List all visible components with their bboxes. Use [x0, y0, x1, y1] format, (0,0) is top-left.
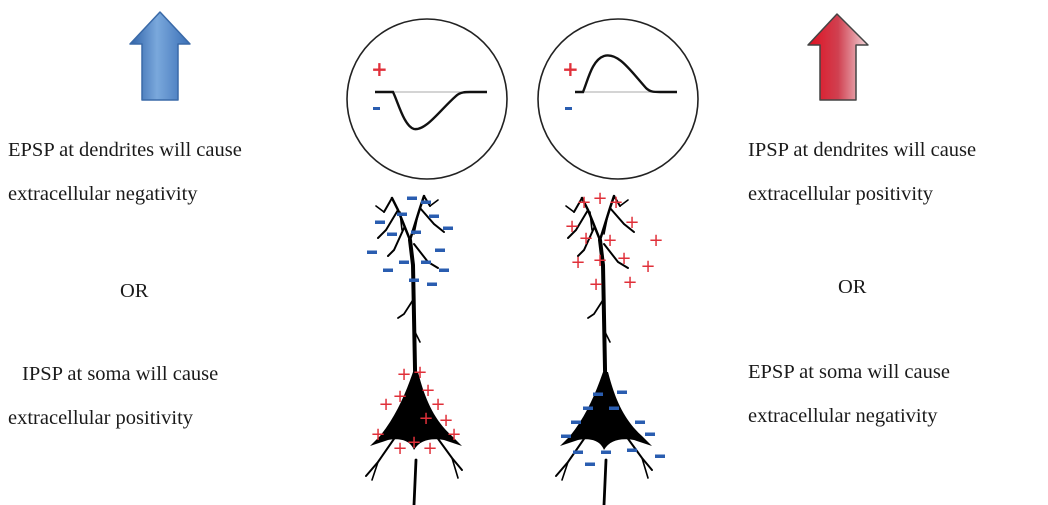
left-dendrite-negative-sign [397, 213, 407, 217]
right-dendrite-positive-sign: + [602, 230, 617, 251]
right-dendrite-positive-sign: + [648, 230, 663, 251]
left-dendrite-negative-sign [407, 197, 417, 201]
left-dendrite-negative-sign [429, 215, 439, 219]
svg-text:+: + [562, 57, 579, 81]
left-dendrite-negative-sign [443, 227, 453, 231]
right-dendrite-positive-sign: + [578, 228, 593, 249]
right-dendrite-positive-sign: + [616, 248, 631, 269]
left-dendrite-negative-sign [367, 251, 377, 255]
right-soma-negative-sign [583, 407, 593, 411]
left-soma-positive-sign: + [370, 424, 385, 445]
left-dendrite-negative-sign [427, 283, 437, 287]
left-dendrite-negative-sign [383, 269, 393, 273]
right-dendrite-positive-sign: + [576, 192, 591, 213]
left-dendrite-negative-sign [411, 231, 421, 235]
left-soma-positive-sign: + [392, 386, 407, 407]
right-soma-negative-sign [609, 407, 619, 411]
left-dendrite-negative-sign [375, 221, 385, 225]
blue-up-arrow-icon [130, 12, 190, 100]
right-dendrite-positive-sign: + [592, 188, 607, 209]
right-soma-negative-sign [635, 421, 645, 425]
right-dendrite-positive-sign: + [570, 252, 585, 273]
right-soma-negative-sign [617, 391, 627, 395]
right-dendrite-positive-sign: + [640, 256, 655, 277]
right-dendrite-positive-sign: + [608, 192, 623, 213]
right-soma-negative-sign [627, 449, 637, 453]
right-soma-negative-sign [571, 421, 581, 425]
left-soma-positive-sign: + [392, 438, 407, 459]
left-dendrite-negative-sign [439, 269, 449, 273]
left-soma-positive-sign: + [378, 394, 393, 415]
left-soma-positive-sign: + [396, 364, 411, 385]
svg-text:+: + [371, 57, 388, 81]
right-dendrite-positive-sign: + [624, 212, 639, 233]
right-dendrite-positive-sign: + [564, 216, 579, 237]
left-neuron [366, 196, 462, 505]
positive-waveform-panel: + [538, 19, 698, 179]
right-dendrite-positive-sign: + [592, 250, 607, 271]
right-soma-negative-sign [655, 455, 665, 459]
right-soma-negative-sign [561, 435, 571, 439]
red-up-arrow-icon [808, 14, 868, 100]
right-soma-negative-sign [585, 463, 595, 467]
left-dendrite-negative-sign [421, 201, 431, 205]
left-dendrite-negative-sign [435, 249, 445, 253]
left-soma-positive-sign: + [446, 424, 461, 445]
right-soma [560, 372, 652, 450]
right-soma-negative-sign [645, 433, 655, 437]
right-dendrite-positive-sign: + [588, 274, 603, 295]
left-dendrite-negative-sign [399, 261, 409, 265]
right-dendrite-positive-sign: + [622, 272, 637, 293]
left-dendrite-negative-sign [409, 279, 419, 283]
right-soma-negative-sign [573, 451, 583, 455]
left-soma-positive-sign: + [422, 438, 437, 459]
right-soma-negative-sign [601, 451, 611, 455]
left-soma-positive-sign: + [418, 408, 433, 429]
right-soma-negative-sign [593, 393, 603, 397]
left-soma-positive-sign: + [406, 432, 421, 453]
left-dendrite-negative-sign [421, 261, 431, 265]
left-dendrite-negative-sign [387, 233, 397, 237]
negative-waveform-panel: + [347, 19, 507, 179]
